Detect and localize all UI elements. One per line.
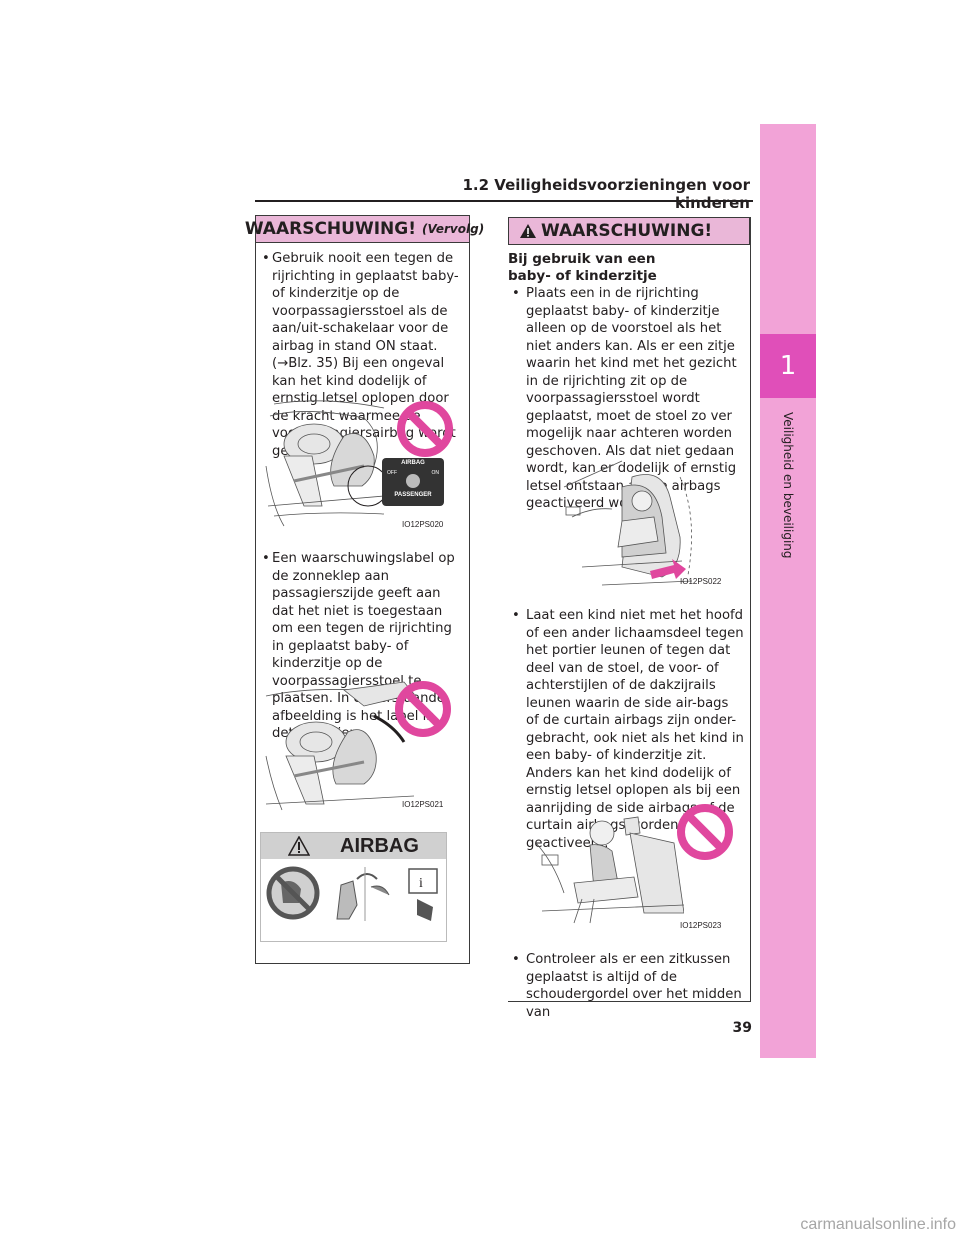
figure-child-leaning-door	[535, 816, 684, 924]
warning-title: WAARSCHUWING!	[541, 221, 713, 241]
bullet-text: Laat een kind niet met het hoofd of een …	[526, 608, 744, 851]
rear-facing-seat-prohibited-icon	[266, 866, 320, 920]
section-title: 1.2 Veiligheidsvoorzieningen voor kinder…	[462, 176, 750, 212]
bullet-item: • Controleer als er een zitkussen geplaa…	[512, 951, 744, 1021]
warning-continued: (Vervolg)	[421, 222, 485, 236]
airbag-label-text: AIRBAG	[340, 834, 419, 857]
switch-off-text: OFF	[387, 470, 397, 476]
chapter-tab	[760, 124, 816, 1058]
bullet-item: • Plaats een in de rijrichting geplaatst…	[512, 285, 744, 513]
figure-child-seat-front-passenger	[265, 400, 389, 527]
bullet-item: • Een waarschuwingslabel op de zonneklep…	[262, 550, 462, 743]
bullet-item: • Laat een kind niet met het hoofd of ee…	[512, 608, 744, 851]
warning-triangle-icon	[288, 836, 311, 856]
warning-header: WAARSCHUWING! (Vervolg)	[245, 216, 484, 243]
warning-box-left: WAARSCHUWING! (Vervolg) • Gebruik nooit …	[245, 215, 484, 964]
bullet-text: Controleer als er een zitkussen geplaats…	[526, 952, 742, 1020]
chapter-number: 1	[760, 334, 816, 398]
bullet-text: Een waarschuwingslabel op de zonneklep a…	[272, 551, 455, 741]
figure-sun-visor-label	[265, 681, 415, 811]
switch-on-text: ON	[431, 470, 440, 476]
airbag-label-header: AIRBAG	[261, 833, 446, 859]
figure-label: IO12PS020	[402, 520, 444, 529]
header-divider	[255, 200, 753, 202]
figure-label: IO12PS022	[680, 577, 722, 586]
prohibited-icon	[397, 401, 453, 457]
switch-knob-icon	[406, 474, 420, 488]
airbag-switch-panel: AIRBAG OFF ON PASSENGER	[382, 458, 444, 506]
warning-box-right: WAARSCHUWING! Bij gebruik van een baby- …	[508, 217, 751, 1020]
switch-airbag-text: AIRBAG	[401, 460, 425, 466]
airbag-deploy-icon	[336, 867, 390, 921]
warning-title: WAARSCHUWING!	[244, 219, 416, 239]
figure-label: IO12PS023	[680, 921, 722, 930]
figure-forward-facing-seat	[563, 460, 693, 586]
switch-passenger-text: PASSENGER	[394, 492, 432, 498]
svg-text:i: i	[419, 876, 423, 891]
prohibited-icon	[677, 804, 733, 860]
airbag-warning-label: AIRBAG i	[260, 832, 447, 942]
chapter-label-text: Veiligheid en beveiliging	[781, 412, 795, 559]
watermark-text: carmanualsonline.info	[800, 1216, 956, 1233]
chapter-label: Veiligheid en beveiliging	[770, 412, 806, 612]
warning-triangle-icon	[520, 224, 536, 238]
page-number: 39	[732, 1020, 752, 1036]
figure-label: IO12PS021	[402, 800, 444, 809]
warning-subheading: Bij gebruik van een baby- of kinderzitje	[508, 251, 657, 284]
warning-header: WAARSCHUWING!	[508, 217, 750, 245]
bullet-text: Plaats een in de rijrichting geplaatst b…	[526, 286, 737, 511]
manual-book-icon: i	[408, 868, 438, 921]
prohibited-icon	[395, 681, 451, 737]
